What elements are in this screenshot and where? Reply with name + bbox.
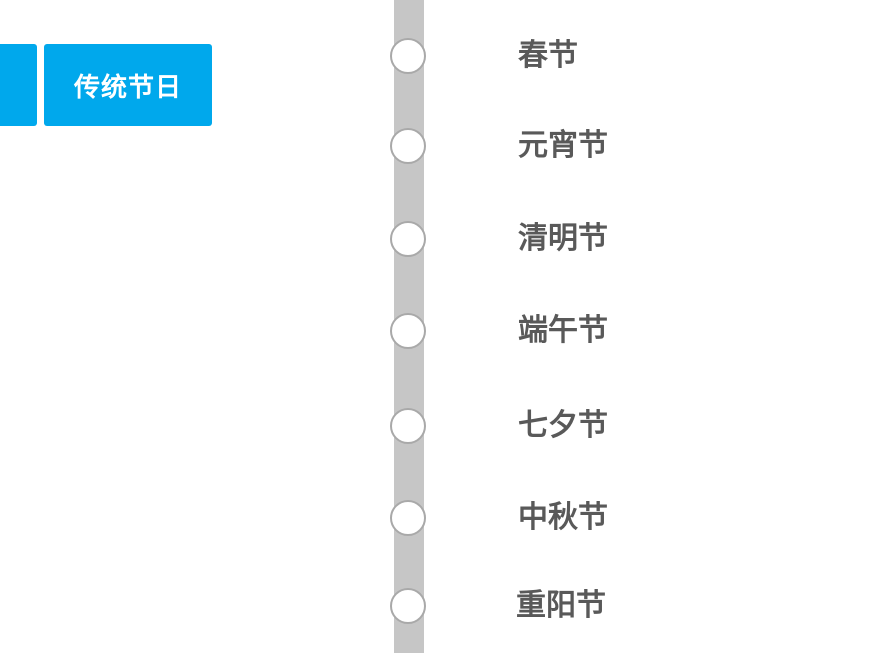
timeline-item-label: 七夕节 [518, 408, 608, 443]
timeline-node-circle-icon [390, 588, 426, 624]
timeline-item-qixi-festival: 七夕节 [390, 408, 650, 448]
section-title-text: 传统节日 [73, 72, 182, 103]
timeline-item-double-ninth-festival: 重阳节 [390, 588, 650, 628]
section-title: 传统节日 [44, 44, 212, 126]
timeline-item-label: 中秋节 [518, 500, 608, 535]
timeline-node-circle-icon [390, 313, 426, 349]
timeline-item-label: 元宵节 [518, 128, 608, 163]
header-accent-bar [0, 44, 37, 126]
timeline-node-circle-icon [390, 128, 426, 164]
timeline-node-circle-icon [390, 408, 426, 444]
timeline-item-mid-autumn-festival: 中秋节 [390, 500, 650, 540]
timeline-item-label: 清明节 [518, 221, 608, 256]
timeline-item-qingming-festival: 清明节 [390, 221, 650, 261]
timeline-item-spring-festival: 春节 [390, 38, 650, 78]
timeline-item-label: 春节 [518, 38, 578, 73]
timeline-node-circle-icon [390, 221, 426, 257]
timeline-item-label: 端午节 [518, 313, 608, 348]
timeline-node-circle-icon [390, 500, 426, 536]
timeline-node-circle-icon [390, 38, 426, 74]
timeline-item-dragon-boat-festival: 端午节 [390, 313, 650, 353]
timeline-item-lantern-festival: 元宵节 [390, 128, 650, 168]
timeline-item-label: 重阳节 [516, 588, 606, 623]
